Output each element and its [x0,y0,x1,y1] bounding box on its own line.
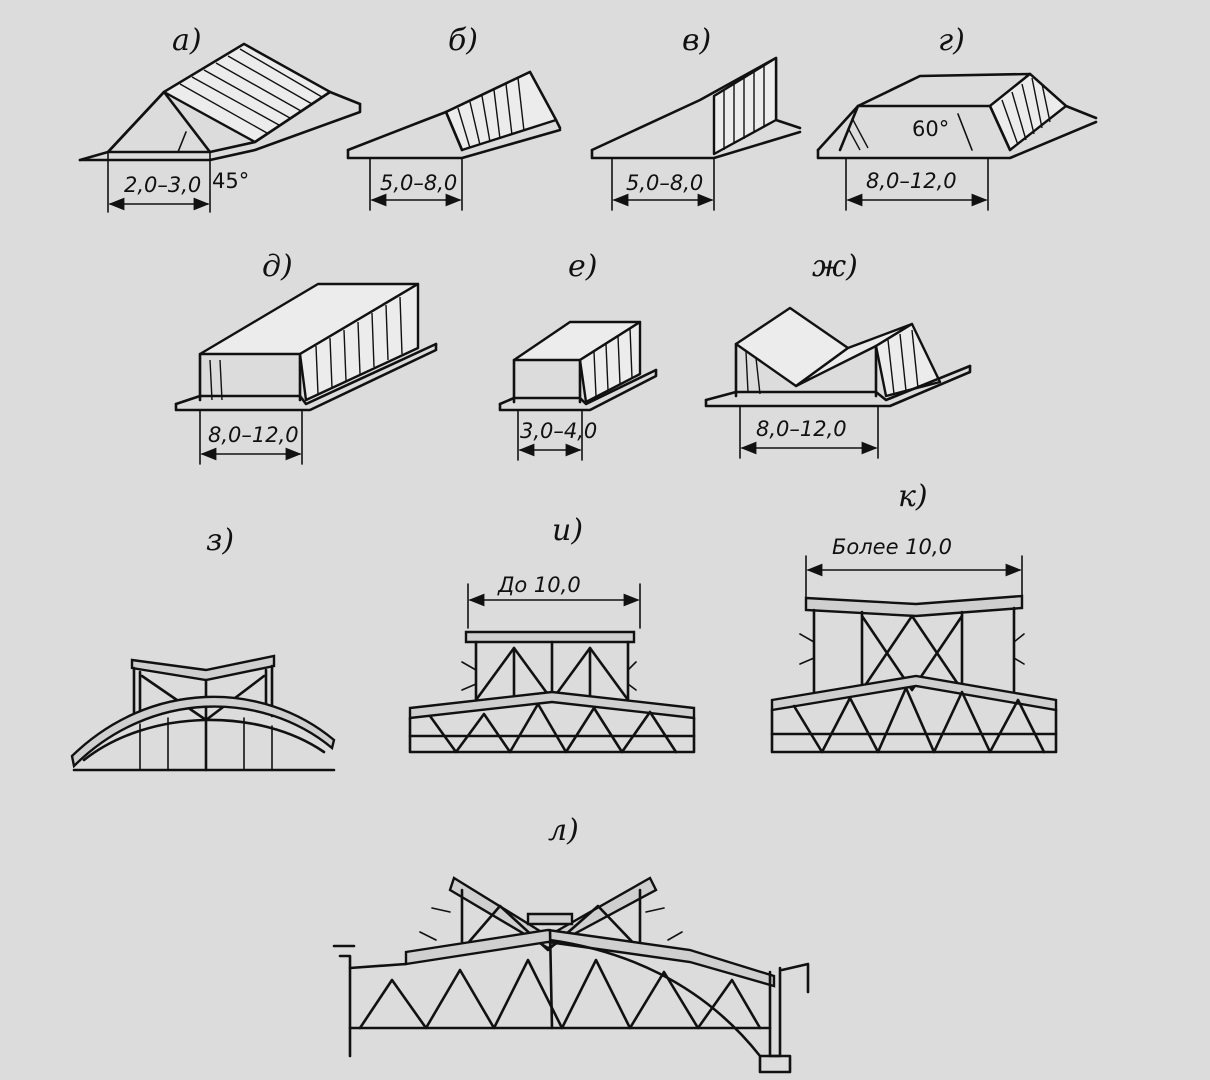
figure-b-label: б) [448,23,478,58]
figure-d: д) 8,0–12,0 [174,249,438,465]
figure-zh-label: ж) [812,249,858,284]
figure-e-dimension: 3,0–4,0 [520,419,597,443]
figure-g-dimension: 8,0–12,0 [866,169,957,193]
figure-l-label: л) [548,813,579,848]
figure-g-angle: 60° [912,117,949,141]
figure-e: е) 3,0–4,0 [498,249,658,461]
figure-i: и) До 10,0 [408,513,696,754]
figure-k: к) Более 10,0 [770,479,1058,754]
figure-g-label: г) [938,23,965,58]
figure-a-dimension: 2,0–3,0 [124,173,201,197]
figure-g: г) 8,0–12,0 60° [816,23,1098,211]
figure-z: з) [70,523,336,772]
figure-a: а) 2,0–3,0 45° [78,23,362,213]
figure-d-dimension: 8,0–12,0 [208,423,299,447]
figure-k-dimension: Более 10,0 [832,535,952,559]
figure-a-angle: 45° [212,169,249,193]
figure-zh-dimension: 8,0–12,0 [756,417,847,441]
figure-e-label: е) [568,249,597,284]
figure-i-label: и) [552,513,583,548]
figure-v-dimension: 5,0–8,0 [626,171,703,195]
figure-b: б) 5,0–8,0 [346,23,562,211]
figure-a-label: а) [172,23,202,58]
figure-b-dimension: 5,0–8,0 [380,171,457,195]
figure-i-dimension: До 10,0 [497,573,581,597]
figure-v-label: в) [682,23,711,58]
figure-l: л) [332,813,810,1074]
figure-z-label: з) [206,523,234,558]
figure-v: в) 5,0–8,0 [590,23,802,211]
figure-k-label: к) [898,479,928,514]
figure-d-label: д) [262,249,293,284]
figure-zh: ж) 8,0–12,0 [704,249,972,459]
